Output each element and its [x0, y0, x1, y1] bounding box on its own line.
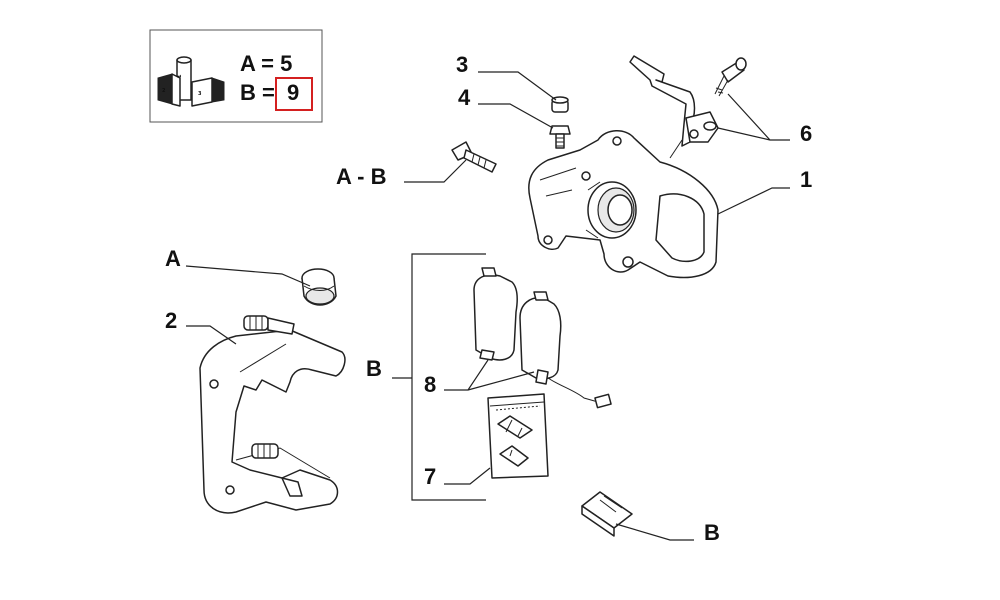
box-icon-text-1: 1 — [177, 74, 183, 78]
wear-sensor-wire — [547, 377, 612, 409]
dust-boot — [301, 268, 337, 306]
bolt-6-lower — [703, 121, 717, 131]
quantity-legend: 1 2 3 A = 5 B = 9 — [149, 29, 323, 123]
callout-6: 6 — [800, 121, 812, 146]
callout-7: 7 — [424, 464, 436, 489]
brake-pad-left — [473, 267, 518, 361]
anti-rattle-shim — [581, 491, 633, 537]
leader-lines — [185, 71, 790, 541]
callout-2: 2 — [165, 308, 177, 333]
callout-a: A — [165, 246, 181, 271]
callout-3: 3 — [456, 52, 468, 77]
guide-pin-lower — [251, 443, 279, 459]
callout-b-bottom: B — [704, 520, 720, 545]
box-icon-text-3: 3 — [198, 91, 202, 97]
bolt-6-upper — [714, 57, 747, 97]
caliper-body — [528, 130, 719, 279]
callout-1: 1 — [800, 167, 812, 192]
kit-clip-lower — [499, 445, 529, 467]
caliper-bracket-arm — [629, 55, 719, 159]
callout-b-bracket: B — [366, 356, 382, 381]
boxes-icon: 1 2 3 — [157, 56, 225, 107]
guide-pin-upper — [243, 315, 295, 335]
callout-a-b: A - B — [336, 164, 387, 189]
brake-pad-right — [519, 291, 562, 385]
bleed-nipple — [549, 125, 571, 149]
legend-b-highlight-box — [275, 77, 313, 111]
box-icon-text-2: 2 — [162, 88, 166, 94]
caliper-carrier — [199, 315, 346, 514]
bleed-cap — [551, 96, 569, 113]
callout-4: 4 — [458, 85, 471, 110]
callout-8: 8 — [424, 372, 436, 397]
hardware-kit-bag — [487, 393, 549, 479]
guide-bolt — [451, 141, 497, 173]
legend-b-value: 9 — [287, 80, 299, 105]
kit-clip-upper — [497, 415, 533, 439]
legend-b-prefix: B = — [240, 80, 275, 105]
legend-a-quantity: A = 5 — [240, 51, 292, 76]
